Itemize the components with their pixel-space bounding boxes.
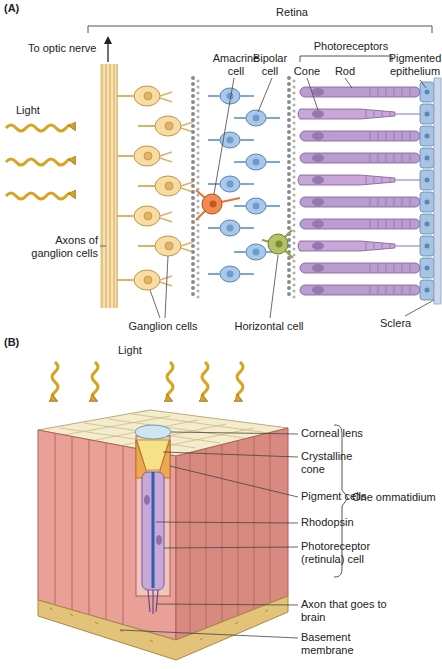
part-label: Crystalline cone: [301, 450, 363, 476]
part-label: Photoreceptor (retinula) cell: [301, 540, 383, 566]
synapse-layers: [193, 78, 294, 300]
ganglion-axons: [100, 64, 118, 308]
part-label: To optic nerve: [28, 42, 104, 55]
photoreceptor-bracket: [300, 56, 392, 62]
amacrine-cell: [196, 190, 240, 220]
photoreceptors: [298, 87, 420, 295]
part-label: One ommatidium: [352, 491, 442, 504]
part-label: Axon that goes to brain: [301, 598, 401, 624]
part-label: Corneal lens: [301, 427, 391, 440]
part-label: (A): [4, 2, 34, 15]
part-label: Light: [118, 344, 158, 357]
part-label: Ganglion cells: [118, 320, 208, 333]
part-label: Pigmented epithelium: [384, 52, 442, 78]
part-label: Rhodopsin: [301, 516, 371, 529]
optic-nerve-arrow: [107, 40, 108, 62]
part-label: Cone: [290, 65, 324, 78]
light-arrows: [6, 125, 74, 199]
part-label: (B): [4, 336, 34, 349]
bipolar-cells: [208, 88, 280, 282]
sclera: [434, 78, 441, 304]
leader-lines: [120, 432, 298, 638]
part-label: Rod: [330, 65, 360, 78]
part-label: Retina: [262, 6, 322, 19]
part-label: Photoreceptors: [306, 40, 396, 53]
part-label: Horizontal cell: [224, 320, 314, 333]
retina-bracket: [88, 26, 432, 33]
pigmented-epithelium: [420, 82, 434, 300]
part-label: Bipolar cell: [248, 52, 292, 78]
part-label: Light: [16, 104, 56, 117]
ganglion-cells: [117, 86, 193, 290]
leader-lines: [100, 78, 434, 318]
light-arrows: [52, 362, 243, 400]
horizontal-cell: [262, 230, 293, 258]
ommatidium: [135, 425, 171, 614]
part-label: Sclera: [380, 317, 424, 330]
compound-eye-block: [38, 410, 288, 660]
part-label: Basement membrane: [301, 631, 367, 657]
part-label: Axons of ganglion cells: [24, 234, 98, 260]
